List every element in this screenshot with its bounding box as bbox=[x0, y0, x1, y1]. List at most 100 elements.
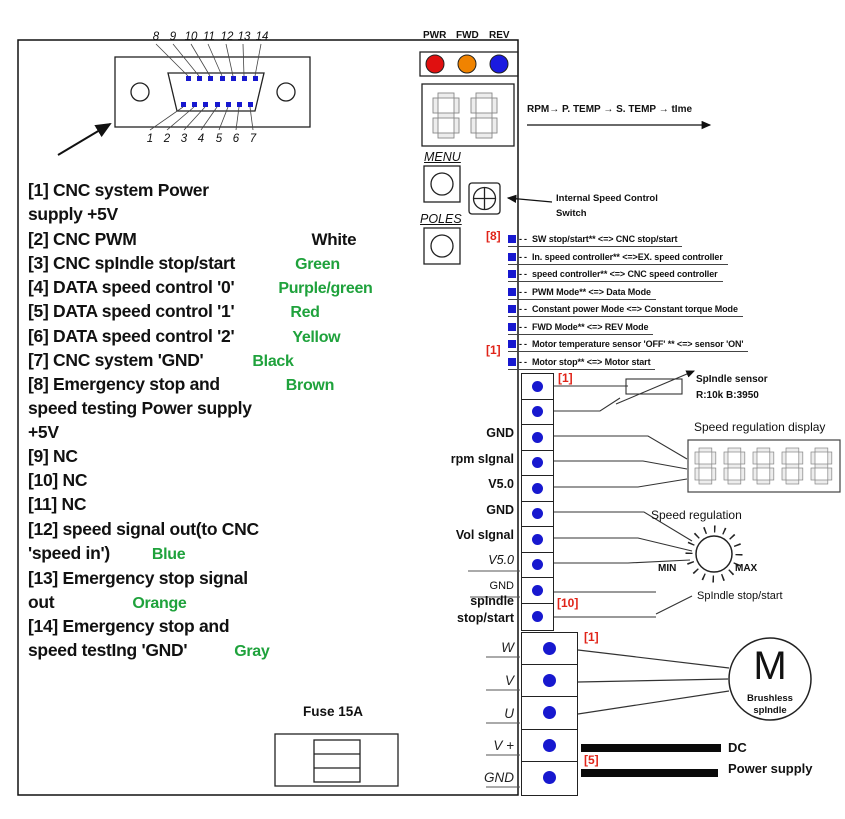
motor-label-line1: Brushless bbox=[747, 693, 793, 704]
legend-line: [14] Emergency stop and bbox=[28, 616, 230, 636]
menu-button-label: MENU bbox=[424, 150, 461, 164]
terminal-cell bbox=[522, 633, 577, 666]
motor-circle bbox=[728, 637, 812, 721]
dip-row: --Constant power Mode <=> Constant torqu… bbox=[508, 304, 743, 317]
rev-led-label: REV bbox=[489, 30, 510, 41]
dip-switch-icon bbox=[508, 323, 516, 331]
terminal-dot bbox=[532, 559, 543, 571]
dip-switch-icon bbox=[508, 358, 516, 366]
dip-switch-icon bbox=[508, 270, 516, 278]
terminal-label-v5: V5.0 bbox=[488, 553, 514, 567]
terminal-label-vplus: V + bbox=[493, 738, 514, 753]
terminal-dot bbox=[532, 431, 543, 443]
terminal-dot bbox=[532, 610, 543, 622]
dip-row: --FWD Mode** <=> REV Mode bbox=[508, 322, 654, 335]
dip-switch-icon bbox=[508, 340, 516, 348]
terminal-cell bbox=[522, 665, 577, 698]
wire-color-label: Red bbox=[290, 304, 320, 321]
terminal-label-gnd: GND bbox=[484, 770, 514, 785]
svg-text:6: 6 bbox=[233, 133, 240, 145]
wire-color-label: Brown bbox=[285, 377, 335, 394]
dip-dash: -- bbox=[519, 357, 529, 367]
terminal-cell bbox=[522, 553, 553, 578]
legend-line: speed testing Power supply bbox=[28, 398, 252, 418]
dip-row-label: FWD Mode** <=> REV Mode bbox=[532, 322, 649, 332]
motor-letter: M bbox=[753, 644, 787, 688]
speed-regulation-display bbox=[687, 439, 841, 493]
legend-line: [1] CNC system Power bbox=[28, 180, 209, 200]
svg-text:10: 10 bbox=[185, 31, 198, 43]
svg-text:9: 9 bbox=[170, 31, 177, 43]
svg-text:14: 14 bbox=[256, 31, 269, 43]
label-stubs bbox=[468, 570, 520, 788]
fwd-led bbox=[457, 54, 477, 74]
legend-line: supply +5V bbox=[28, 204, 118, 224]
switch-title-line1: Internal Speed Control bbox=[556, 193, 658, 204]
terminal-dot bbox=[543, 674, 556, 688]
legend-line: [12] speed signal out(to CNC bbox=[28, 519, 259, 539]
mode-sequence-label: RPM→ P. TEMP → S. TEMP → tIme bbox=[527, 104, 693, 115]
terminal-cell bbox=[522, 762, 577, 794]
dip-row-label: SW stop/start** <=> CNC stop/start bbox=[532, 234, 678, 244]
wire-color-label: Black bbox=[252, 353, 294, 370]
terminal-label-u: U bbox=[504, 706, 514, 721]
dip-row-label: In. speed controller** <=>EX. speed cont… bbox=[532, 252, 723, 262]
svg-text:7: 7 bbox=[250, 133, 257, 145]
svg-text:5: 5 bbox=[216, 133, 223, 145]
dip-row: --PWM Mode** <=> Data Mode bbox=[508, 287, 656, 300]
dip-row-label: Motor temperature sensor 'OFF' ** <=> se… bbox=[532, 339, 744, 349]
terminal-cell bbox=[522, 476, 553, 502]
legend-line: [4] DATA speed control '0'Purple/green bbox=[28, 277, 373, 297]
wire-color-label: Blue bbox=[151, 546, 186, 563]
dc-label-line2: Power supply bbox=[728, 761, 813, 776]
legend-line: [11] NC bbox=[28, 494, 87, 514]
stop-start-wiring bbox=[553, 591, 693, 618]
terminal-cell bbox=[522, 697, 577, 730]
two-digit-display bbox=[421, 83, 515, 147]
svg-text:8: 8 bbox=[153, 31, 160, 43]
dc-power-bars bbox=[581, 744, 721, 777]
terminal-dot bbox=[543, 771, 556, 785]
terminal-dot bbox=[543, 738, 556, 752]
annotation-t2-top: [1] bbox=[584, 630, 599, 644]
enclosure-outline bbox=[17, 39, 519, 796]
svg-text:2: 2 bbox=[163, 133, 171, 145]
annotation-t2-bottom: [5] bbox=[584, 753, 599, 767]
terminal-label-rpm-signal: rpm sIgnal bbox=[450, 452, 514, 466]
dip-row: --In. speed controller** <=>EX. speed co… bbox=[508, 252, 728, 265]
terminal-dot bbox=[532, 584, 543, 596]
knob-max-label: MAX bbox=[735, 563, 758, 574]
dip-switch-icon bbox=[508, 305, 516, 313]
dip-row-label: speed controller** <=> CNC speed control… bbox=[532, 269, 718, 279]
terminal-cell bbox=[522, 527, 553, 553]
knob-min-label: MIN bbox=[658, 563, 677, 574]
terminal-dot bbox=[543, 642, 556, 656]
dip-dash: -- bbox=[519, 339, 529, 349]
pin-number-leaders bbox=[149, 43, 262, 131]
terminal-dot bbox=[532, 406, 543, 418]
svg-text:11: 11 bbox=[203, 31, 215, 43]
terminal-cell bbox=[522, 374, 553, 400]
motor-label-line2: spIndle bbox=[753, 705, 787, 716]
terminal-cell bbox=[522, 730, 577, 762]
terminal-label-gnd: GND bbox=[486, 503, 514, 517]
terminal-label-stop-start: stop/start bbox=[457, 611, 514, 625]
stop-start-label: SpIndle stop/start bbox=[697, 590, 783, 602]
fuse-drawing bbox=[274, 733, 399, 787]
terminal-label-v5: V5.0 bbox=[488, 477, 514, 491]
poles-button-label: POLES bbox=[420, 212, 462, 226]
led-indicator-box bbox=[419, 51, 519, 77]
dip-switch-icon bbox=[508, 288, 516, 296]
knob-title: Speed regulation bbox=[651, 508, 742, 522]
wire-color-label: Green bbox=[295, 256, 340, 273]
annotation-dip-top: [8] bbox=[486, 229, 501, 243]
dc-label-line1: DC bbox=[728, 740, 747, 755]
dip-switch-icon bbox=[508, 235, 516, 243]
terminal-strip-signals bbox=[521, 373, 554, 631]
wire-color-label: Orange bbox=[132, 595, 187, 612]
svg-text:13: 13 bbox=[238, 31, 251, 43]
